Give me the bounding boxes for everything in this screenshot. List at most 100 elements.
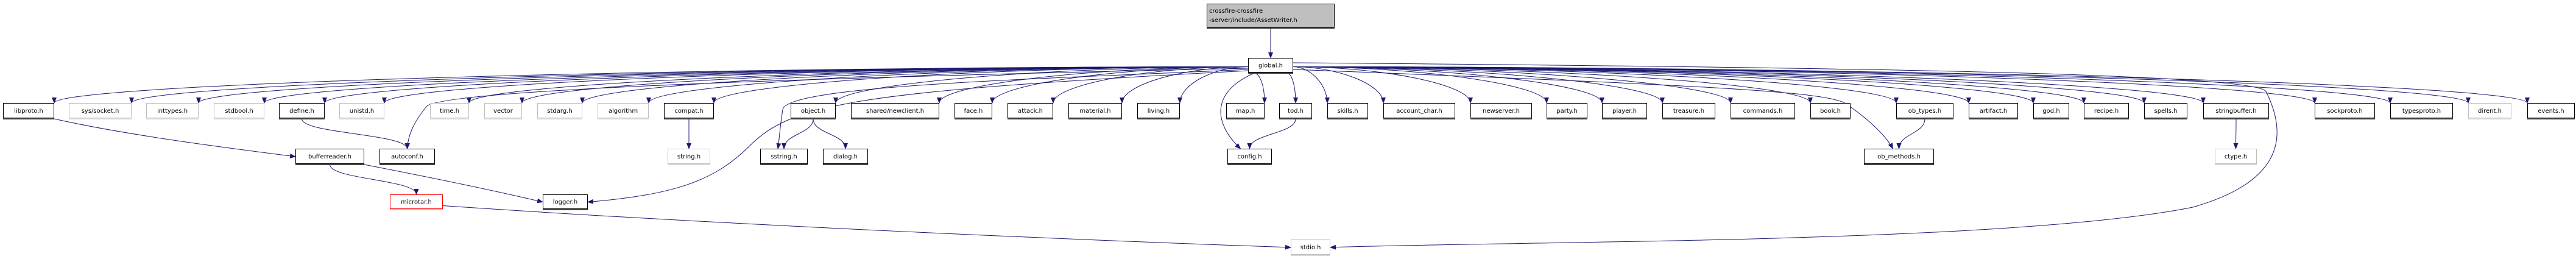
node-box bbox=[3, 103, 54, 118]
node-root[interactable]: crossfire-crossfire-server/include/Asset… bbox=[1207, 4, 1335, 29]
node-bufferreader[interactable]: bufferreader.h bbox=[295, 149, 364, 166]
edge-global-to-logger bbox=[587, 70, 1249, 204]
node-stdio[interactable]: stdio.h bbox=[1291, 239, 1330, 257]
node-label: sockproto.h bbox=[2327, 108, 2362, 115]
node-label: recipe.h bbox=[2094, 108, 2119, 115]
node-shadow bbox=[2527, 118, 2575, 119]
node-shadow bbox=[379, 164, 435, 165]
node-object[interactable]: object.h bbox=[791, 103, 836, 120]
edge-global-to-compat bbox=[711, 66, 1249, 104]
node-shadow bbox=[2203, 118, 2269, 119]
node-label: libproto.h bbox=[14, 108, 43, 115]
node-map[interactable]: map.h bbox=[1226, 103, 1265, 120]
node-shadow bbox=[1007, 118, 1053, 119]
node-unistd[interactable]: unistd.h bbox=[339, 103, 384, 120]
node-material[interactable]: material.h bbox=[1068, 103, 1122, 120]
node-ob-methods[interactable]: ob_methods.h bbox=[1864, 149, 1934, 166]
node-shadow bbox=[1969, 118, 2018, 119]
node-box bbox=[1248, 58, 1293, 73]
node-typesproto[interactable]: typesproto.h bbox=[2390, 103, 2453, 120]
node-box bbox=[2033, 103, 2069, 118]
node-ctype[interactable]: ctype.h bbox=[2215, 149, 2257, 166]
node-box bbox=[295, 149, 364, 164]
node-spells[interactable]: spells.h bbox=[2144, 103, 2187, 120]
node-box bbox=[146, 103, 199, 118]
node-logger[interactable]: logger.h bbox=[543, 194, 588, 211]
edge-microtar-to-stdio bbox=[442, 205, 1291, 250]
node-tod[interactable]: tod.h bbox=[1279, 103, 1312, 120]
node-stdarg[interactable]: stdarg.h bbox=[537, 103, 582, 120]
node-config[interactable]: config.h bbox=[1227, 149, 1272, 166]
node-player[interactable]: player.h bbox=[1602, 103, 1647, 120]
node-box bbox=[1810, 103, 1851, 118]
edge-tod-to-config bbox=[1247, 118, 1296, 149]
node-libproto[interactable]: libproto.h bbox=[3, 103, 54, 120]
node-box bbox=[823, 149, 868, 164]
node-shadow bbox=[2215, 164, 2257, 165]
node-label: commands.h bbox=[1743, 108, 1783, 115]
node-label: stdarg.h bbox=[547, 108, 572, 115]
node-label: sys/socket.h bbox=[82, 108, 119, 115]
node-autoconf[interactable]: autoconf.h bbox=[379, 149, 435, 166]
node-stringbuffer[interactable]: stringbuffer.h bbox=[2203, 103, 2269, 120]
node-sstring[interactable]: sstring.h bbox=[760, 149, 808, 166]
node-stdbool[interactable]: stdbool.h bbox=[214, 103, 264, 120]
node-dialog[interactable]: dialog.h bbox=[823, 149, 868, 166]
node-shadow bbox=[791, 118, 836, 119]
node-box bbox=[379, 149, 435, 164]
node-box bbox=[1007, 103, 1053, 118]
node-box bbox=[2468, 103, 2511, 118]
node-algorithm[interactable]: algorithm bbox=[598, 103, 649, 120]
node-compat[interactable]: compat.h bbox=[664, 103, 714, 120]
node-artifact[interactable]: artifact.h bbox=[1969, 103, 2018, 120]
node-party[interactable]: party.h bbox=[1547, 103, 1587, 120]
node-label: newserver.h bbox=[1483, 108, 1520, 115]
node-box bbox=[1291, 239, 1330, 255]
node-commands[interactable]: commands.h bbox=[1731, 103, 1795, 120]
node-god[interactable]: god.h bbox=[2033, 103, 2069, 120]
edge-global-to-skills bbox=[1293, 66, 1330, 104]
node-box bbox=[2315, 103, 2375, 118]
node-label: treasure.h bbox=[1673, 108, 1704, 115]
node-box bbox=[1327, 103, 1368, 118]
edge-global-to-unistd bbox=[382, 66, 1249, 104]
node-living[interactable]: living.h bbox=[1137, 103, 1180, 120]
node-shadow bbox=[2315, 118, 2375, 119]
node-vector[interactable]: vector bbox=[484, 103, 522, 120]
node-microtar[interactable]: microtar.h bbox=[390, 194, 443, 211]
node-ob-types[interactable]: ob_types.h bbox=[1896, 103, 1953, 120]
node-shadow bbox=[2390, 118, 2453, 119]
node-account-char[interactable]: account_char.h bbox=[1383, 103, 1455, 120]
node-label: inttypes.h bbox=[157, 108, 188, 115]
node-skills[interactable]: skills.h bbox=[1327, 103, 1368, 120]
node-label: stdio.h bbox=[1300, 244, 1321, 251]
node-define[interactable]: define.h bbox=[279, 103, 325, 120]
node-recipe[interactable]: recipe.h bbox=[2084, 103, 2129, 120]
node-label: config.h bbox=[1237, 154, 1262, 160]
node-newclient[interactable]: shared/newclient.h bbox=[851, 103, 939, 120]
node-label: dirent.h bbox=[2478, 108, 2502, 115]
node-shadow bbox=[1864, 164, 1934, 165]
node-face[interactable]: face.h bbox=[955, 103, 992, 120]
node-box bbox=[1137, 103, 1180, 118]
node-dirent[interactable]: dirent.h bbox=[2468, 103, 2511, 120]
node-sockproto[interactable]: sockproto.h bbox=[2315, 103, 2375, 120]
node-treasure[interactable]: treasure.h bbox=[1662, 103, 1715, 120]
node-label: stdbool.h bbox=[225, 108, 253, 115]
node-syssocket[interactable]: sys/socket.h bbox=[69, 103, 132, 120]
node-book[interactable]: book.h bbox=[1810, 103, 1851, 120]
node-attack[interactable]: attack.h bbox=[1007, 103, 1053, 120]
node-shadow bbox=[69, 118, 132, 119]
node-box bbox=[1226, 103, 1265, 118]
node-shadow bbox=[760, 164, 808, 165]
node-shadow bbox=[1383, 118, 1455, 119]
edge-global-to-time bbox=[467, 66, 1249, 104]
node-string[interactable]: string.h bbox=[668, 149, 710, 166]
node-newserver[interactable]: newserver.h bbox=[1470, 103, 1532, 120]
node-events[interactable]: events.h bbox=[2527, 103, 2575, 120]
node-label: artifact.h bbox=[1980, 108, 2008, 115]
node-inttypes[interactable]: inttypes.h bbox=[146, 103, 199, 120]
node-label: party.h bbox=[1556, 108, 1578, 115]
node-time[interactable]: time.h bbox=[430, 103, 469, 120]
node-global[interactable]: global.h bbox=[1248, 58, 1293, 74]
